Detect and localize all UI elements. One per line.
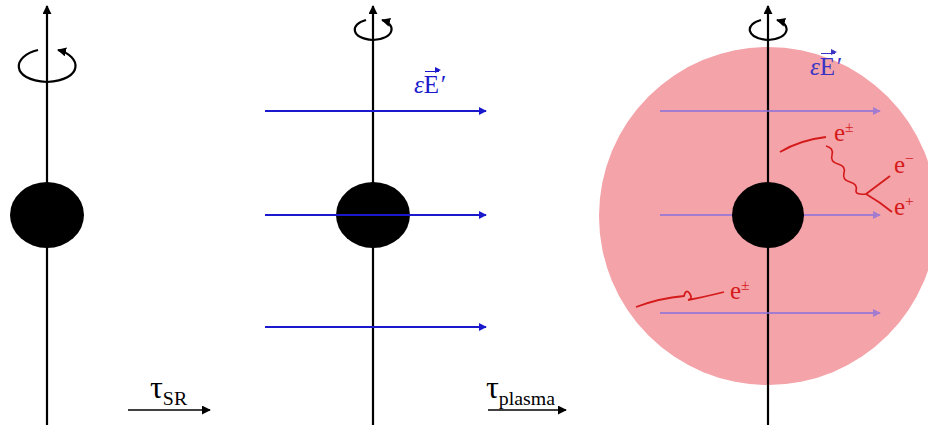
particle-track <box>780 137 826 152</box>
particle-track <box>866 194 892 212</box>
text-part: ′ <box>439 71 444 98</box>
particle-track <box>636 291 724 307</box>
text-part: τ <box>150 369 163 405</box>
particle-label: e+ <box>894 192 914 222</box>
particle-label: e± <box>834 118 854 148</box>
plasma-cloud <box>599 47 928 385</box>
text-part: E <box>424 70 439 100</box>
rotation-arrow <box>19 50 76 82</box>
black-hole <box>10 182 84 248</box>
rotation-arrow <box>750 20 787 40</box>
text-part: plasma <box>499 387 555 409</box>
text-part: ε <box>414 71 424 98</box>
text-part: E <box>820 52 835 82</box>
text-part: + <box>905 192 914 209</box>
rotation-arrow <box>355 20 392 40</box>
timescale-label: τSR <box>150 368 187 411</box>
field-arrow <box>660 110 880 112</box>
field-label: εE′ <box>414 70 445 100</box>
particle-label: e− <box>894 150 914 180</box>
timescale-label: τplasma <box>486 368 555 411</box>
text-part: e <box>730 277 741 304</box>
time-arrow <box>488 409 566 411</box>
field-label: εE′ <box>810 52 841 82</box>
text-part: e <box>894 193 905 220</box>
text-part: SR <box>163 387 187 409</box>
text-part: ± <box>741 276 750 293</box>
text-part: e <box>834 119 845 146</box>
text-part: e <box>894 151 905 178</box>
text-part: ′ <box>835 53 840 80</box>
text-part: ε <box>810 53 820 80</box>
particle-track <box>866 176 890 194</box>
particle-label: e± <box>730 276 750 306</box>
text-part: ± <box>845 118 854 135</box>
field-arrow <box>265 110 486 112</box>
time-arrow <box>128 409 210 411</box>
field-arrow <box>265 326 486 328</box>
field-arrow <box>265 214 486 216</box>
field-arrow <box>660 312 880 314</box>
black-hole <box>732 182 804 248</box>
text-part: − <box>905 150 914 167</box>
text-part: τ <box>486 369 499 405</box>
photon-wave <box>826 146 866 194</box>
